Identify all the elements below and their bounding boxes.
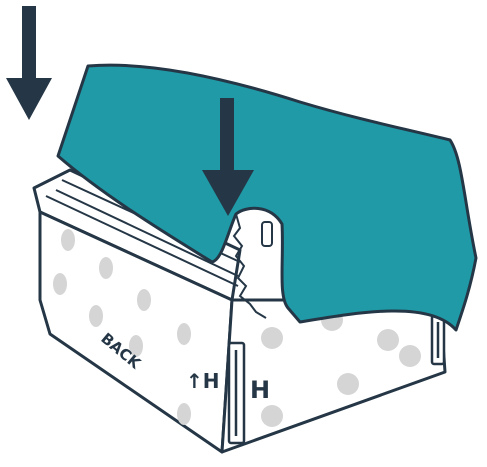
height-label: H [250, 376, 270, 404]
dot-pattern-right [261, 309, 421, 427]
cover-fabric [56, 63, 478, 332]
down-arrow-icon [202, 98, 254, 216]
dot-pattern-left [53, 229, 191, 425]
height-arrow-label: ↑H [186, 369, 220, 393]
down-arrow-icon [6, 6, 52, 120]
zipper-pull [261, 221, 273, 247]
zipper-strip [227, 314, 446, 445]
